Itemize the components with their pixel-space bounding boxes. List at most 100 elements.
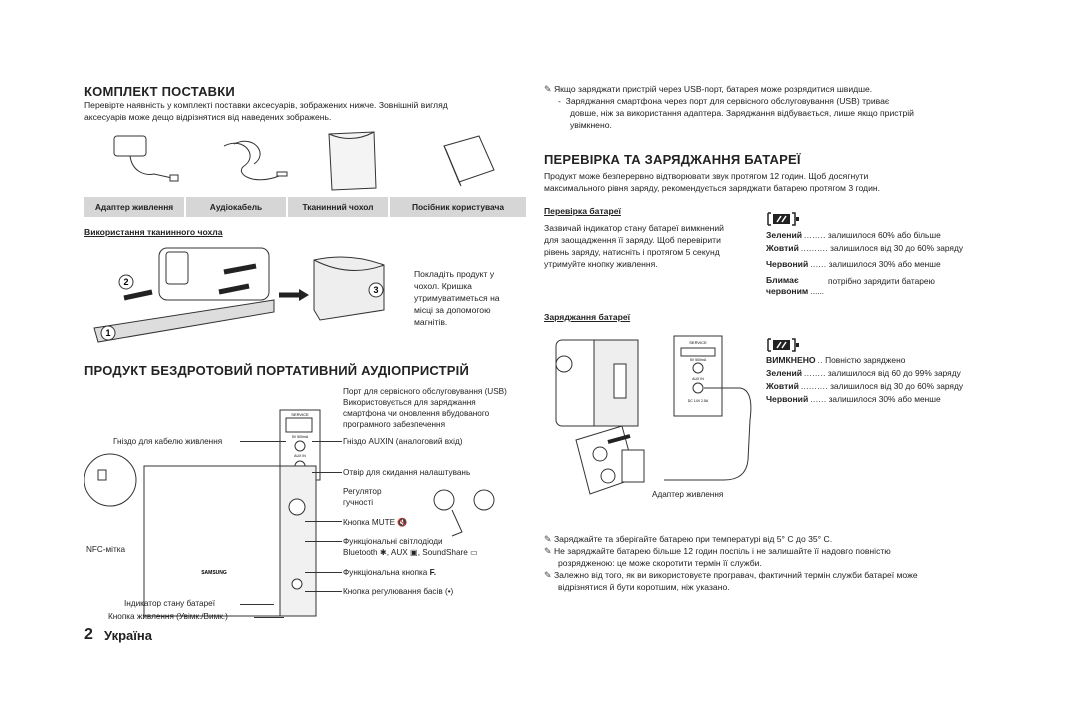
top-note: ✎ Якщо заряджати пристрій через USB-порт… xyxy=(544,83,984,131)
label-text: , AUX xyxy=(386,548,408,557)
leader-line xyxy=(240,441,286,442)
step-number: 2 xyxy=(123,277,128,287)
legend-dots: .......... xyxy=(800,382,829,391)
step-number: 3 xyxy=(373,285,378,295)
label-text: , SoundShare xyxy=(417,548,468,557)
check-desc-line: для заощадження її заряду. Щоб перевірит… xyxy=(544,235,721,245)
note-text: Якщо заряджати пристрій через USB-порт, … xyxy=(553,84,873,94)
cover-note-line: магнітів. xyxy=(414,317,448,327)
leader-line xyxy=(305,591,342,592)
auxin-label: Гніздо AUXIN (аналоговий вхід) xyxy=(343,437,463,446)
mute-icon: 🔇 xyxy=(397,518,408,527)
check-desc-line: рівень заряду, натисніть і протягом 5 се… xyxy=(544,247,720,257)
cover-usage-illustration: 1 2 3 xyxy=(93,247,385,343)
legend-key: ВИМКНЕНО xyxy=(766,355,816,365)
label-line: Регулятор xyxy=(343,487,382,496)
accessory-cell: Посібник користувача xyxy=(390,197,526,217)
legend-row: Жовтий .......... залишилося від 30 до 6… xyxy=(766,381,963,394)
legend-row-blink: Блимає червоним ...... потрібно зарядити… xyxy=(766,275,963,297)
service-port-label: Порт для сервісного обслуговування (USB)… xyxy=(343,386,507,430)
legend-row: Зелений ........ залишилося від 60 до 99… xyxy=(766,368,963,381)
check-legend: Зелений ........ залишилося 60% або біль… xyxy=(766,230,963,297)
note-line: - Заряджання смартфона через порт для се… xyxy=(558,96,890,106)
legend-row: ВИМКНЕНО .. Повністю заряджено xyxy=(766,355,963,368)
accessory-cell: Адаптер живлення xyxy=(84,197,184,217)
func-symbol: F. xyxy=(429,568,437,577)
bottom-notes: ✎ Заряджайте та зберігайте батарею при т… xyxy=(544,533,984,593)
cover-note-line: місці за допомогою xyxy=(414,305,491,315)
product-diagram: SERVICE 5V 500mA AUX IN DC 14V 2.5A SAMS… xyxy=(84,409,495,617)
label-text: Функціональна кнопка xyxy=(343,568,428,577)
leader-line xyxy=(305,521,342,522)
leader-line xyxy=(312,472,342,473)
power-button-label: Кнопка живлення (Увімк./Вимк.) xyxy=(108,612,228,621)
note-line: ✎ Якщо заряджати пристрій через USB-порт… xyxy=(544,83,984,95)
adapter-drawing xyxy=(113,135,179,182)
legend-value: залишилося 30% або менше xyxy=(828,259,941,269)
legend-value: Повністю заряджено xyxy=(825,355,906,365)
aux-icon: ▣ xyxy=(409,548,418,557)
leds-label: Функціональні світлодіоди Bluetooth ✱, A… xyxy=(343,536,478,558)
legend-value: залишилося від 60 до 99% заряду xyxy=(827,368,961,378)
mute-label: Кнопка MUTE 🔇 xyxy=(343,517,408,528)
cover-note-line: утримуватиметься на xyxy=(414,293,500,303)
battery-icon xyxy=(767,338,799,352)
bluetooth-icon: ✱ xyxy=(379,548,387,557)
legend-key: Зелений xyxy=(766,368,803,378)
pouch-drawing xyxy=(328,131,377,191)
accessory-cell: Аудіокабель xyxy=(186,197,286,217)
note-pencil-icon: ✎ xyxy=(544,570,552,580)
leader-line xyxy=(240,604,274,605)
legend-dots: .. xyxy=(817,356,824,365)
charge-legend: ВИМКНЕНО .. Повністю заряджено Зелений .… xyxy=(766,355,963,407)
device-label: 5V 500mA xyxy=(292,435,309,439)
device-label: SERVICE xyxy=(291,412,309,417)
manual-drawing xyxy=(443,135,495,187)
note-line: ✎ Не заряджайте батарею більше 12 годин … xyxy=(544,545,984,557)
cover-note: Покладіть продукт у чохол. Кришка утриму… xyxy=(414,268,500,328)
battery-title: ПЕРЕВІРКА ТА ЗАРЯДЖАННЯ БАТАРЕЇ xyxy=(544,152,801,167)
legend-key: Червоний xyxy=(766,259,809,269)
legend-key: Блимає червоним ...... xyxy=(766,275,824,297)
legend-value: потрібно зарядити батарею xyxy=(828,276,935,286)
kit-desc-line: аксесуарів може дещо відрізнятися від на… xyxy=(84,112,332,122)
device-label: SERVICE xyxy=(689,340,707,345)
check-desc-line: утримуйте кнопку живлення. xyxy=(544,259,658,269)
func-label: Функціональна кнопка F. xyxy=(343,567,436,578)
check-battery-desc: Зазвичай індикатор стану батареї вимкнен… xyxy=(544,222,724,270)
cover-usage-title: Використання тканинного чохла xyxy=(84,227,223,237)
leader-line xyxy=(312,441,342,442)
leader-line xyxy=(305,541,342,542)
label-line: програмного забезпечення xyxy=(343,420,446,429)
page-number: 2 xyxy=(84,626,93,643)
device-label: AUX IN xyxy=(692,377,704,381)
note-line: ✎ Заряджайте та зберігайте батарею при т… xyxy=(544,533,984,545)
label-text: Bluetooth xyxy=(343,548,378,557)
note-line: відрізнятися й бути коротшим, ніж указан… xyxy=(558,582,730,592)
legend-key: Зелений xyxy=(766,230,803,240)
note-text: Заряджайте та зберігайте батарею при тем… xyxy=(553,534,833,544)
kit-title: КОМПЛЕКТ ПОСТАВКИ xyxy=(84,84,235,99)
note-pencil-icon: ✎ xyxy=(544,546,552,556)
nfc-label: NFC-мітка xyxy=(86,545,126,554)
legend-value: залишилося від 30 до 60% заряду xyxy=(830,243,964,253)
battery-icon xyxy=(767,212,799,226)
battery-desc-line: Продукт може безперервно відтворювати зв… xyxy=(544,171,869,181)
label-text: Кнопка регулювання басів xyxy=(343,587,443,596)
legend-dots: ...... xyxy=(810,395,827,404)
legend-row: Червоний ...... залишилося 30% або менше xyxy=(766,394,963,407)
legend-value: залишилося від 30 до 60% заряду xyxy=(830,381,964,391)
note-line: розрядженою: це може скоротити термін її… xyxy=(558,558,762,568)
kit-desc-line: Перевірте наявність у комплекті поставки… xyxy=(84,100,448,110)
check-battery-title: Перевірка батареї xyxy=(544,206,621,216)
note-text: Не заряджайте батарею більше 12 годин по… xyxy=(553,546,891,556)
label-line: Порт для сервісного обслуговування (USB) xyxy=(343,387,507,396)
page-label: Україна xyxy=(104,628,153,643)
legend-key: Жовтий xyxy=(766,243,799,253)
legend-dots: .......... xyxy=(800,244,829,253)
cover-note-line: Покладіть продукт у xyxy=(414,269,495,279)
device-label: AUX IN xyxy=(294,454,306,458)
cover-note-line: чохол. Кришка xyxy=(414,281,472,291)
accessories-table: Адаптер живлення Аудіокабель Тканинний ч… xyxy=(84,197,526,217)
legend-key: Жовтий xyxy=(766,381,799,391)
